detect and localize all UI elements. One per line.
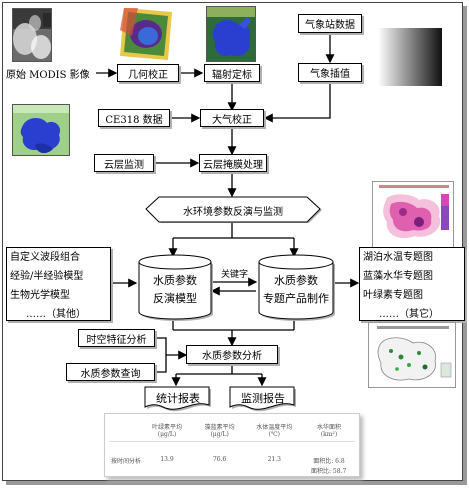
products-list: 湖泊水温专题图 蓝藻水华专题图 叶绿素专题图 ……（其它）	[359, 247, 465, 321]
product-item: 叶绿素专题图	[363, 290, 423, 301]
stats-report-doc	[144, 386, 211, 412]
gradient-image	[378, 28, 442, 86]
model-item: 生物光学模型	[10, 290, 70, 301]
report-table: 叶绿素平均 (μg/L) 藻蓝素平均 (μg/L) 水体温度平均 (℃) 水华面…	[104, 413, 360, 477]
model-item: ……（其他）	[26, 309, 86, 320]
product-item: 湖泊水温专题图	[363, 252, 433, 263]
radiometric-image	[206, 6, 256, 62]
inversion-model-db	[138, 254, 213, 321]
product-item: 蓝藻水华专题图	[363, 271, 433, 282]
geo-correction-box: 几何校正	[117, 64, 179, 82]
keyword-label: 关键字	[221, 270, 249, 280]
db1-line2: 反演模型	[153, 292, 197, 305]
spatiotemporal-analysis-box: 时空特征分析	[78, 329, 155, 347]
db2-line2: 专题产品制作	[263, 292, 329, 305]
atmospheric-correction-box: 大气校正	[200, 109, 264, 127]
inversion-label: 水环境参数反演与监测	[183, 207, 283, 218]
ce318-box: CE318 数据	[98, 109, 170, 127]
db2-line1: 水质参数	[274, 274, 318, 287]
table-header-cell: 藻蓝素平均 (μg/L)	[204, 424, 235, 438]
product-db	[258, 254, 335, 321]
cloud-mask-box: 云层掩膜处理	[199, 154, 267, 172]
modis-raw-image	[12, 8, 52, 62]
table-row-label: 按时间分析	[111, 458, 142, 465]
model-item: 经验/半经验模型	[10, 271, 84, 282]
geo-corrected-image	[118, 6, 174, 62]
table-header-cell: 叶绿素平均 (μg/L)	[151, 424, 182, 438]
table-extra: 面积比: 58.7	[311, 468, 347, 475]
table-data-row: 13.9 76.6 21.3 面积比: 6.8	[143, 456, 353, 465]
product-map-top	[372, 181, 454, 249]
table-cell: 21.3	[267, 456, 281, 463]
table-cell: 面积比: 6.8	[313, 458, 345, 465]
cloud-detection-box: 云层监测	[94, 154, 154, 172]
monitor-report-doc	[229, 386, 296, 412]
inversion-hexagon	[145, 196, 322, 223]
table-cell: 13.9	[160, 456, 174, 463]
product-map-bottom	[368, 322, 456, 388]
modis-label: 原始 MODIS 影像	[6, 70, 90, 81]
param-query-box: 水质参数查询	[66, 363, 155, 381]
stats-report-label: 统计报表	[156, 392, 200, 405]
cloud-detect-image	[12, 104, 70, 156]
monitor-report-label: 监测报告	[241, 392, 285, 405]
param-analysis-box: 水质参数分析	[186, 345, 278, 364]
weather-station-box: 气象站数据	[298, 14, 362, 33]
weather-interp-box: 气象插值	[298, 63, 362, 82]
db1-line1: 水质参数	[153, 274, 197, 287]
table-header-row: 叶绿素平均 (μg/L) 藻蓝素平均 (μg/L) 水体温度平均 (℃) 水华面…	[143, 422, 353, 438]
product-item: ……（其它）	[379, 309, 439, 320]
table-header-cell: 水华面积 (km²)	[316, 424, 341, 438]
table-cell: 76.6	[212, 456, 227, 463]
model-item: 自定义波段组合	[10, 252, 80, 263]
table-header-cell: 水体温度平均 (℃)	[256, 424, 293, 438]
models-list: 自定义波段组合 经验/半经验模型 生物光学模型 ……（其他）	[6, 247, 111, 321]
radiometric-calibration-box: 辐射定标	[204, 64, 260, 82]
